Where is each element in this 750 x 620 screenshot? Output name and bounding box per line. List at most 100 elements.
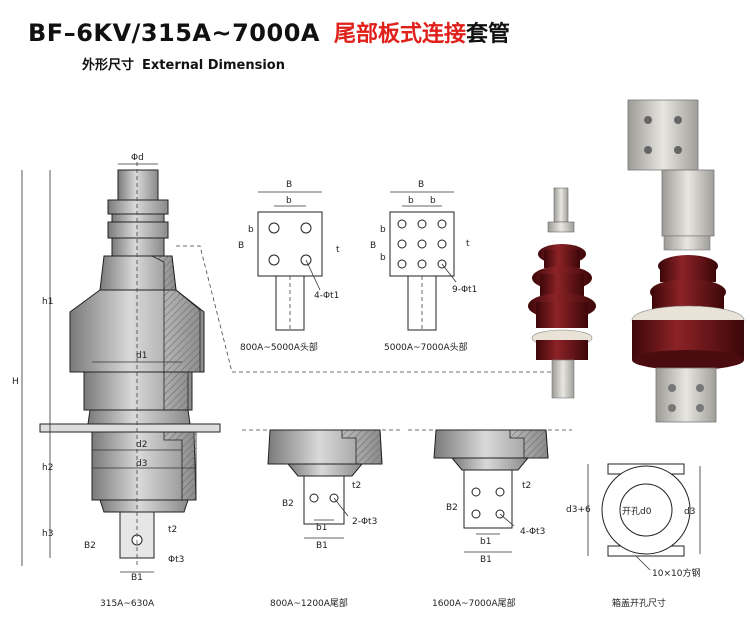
label-B1-tail2: B1 <box>480 555 492 565</box>
label-t2-tail2: t2 <box>522 481 531 491</box>
label-t-head2: t <box>466 239 470 249</box>
head2-hole-1 <box>397 219 407 229</box>
label-9phit1: 9-Φt1 <box>452 285 477 295</box>
head-view-5000-7000: B b b B b b t 9-Φt1 5000A~7000A头部 <box>370 180 477 353</box>
photo2-tail-hole-4 <box>696 404 704 412</box>
leader-steel <box>635 555 651 571</box>
label-steel: 10×10方钢 <box>652 567 700 579</box>
tail2-hole-2 <box>495 487 505 497</box>
head2-hole-7 <box>397 259 407 269</box>
head2-hole-8 <box>417 259 427 269</box>
label-B-head2: B <box>418 180 424 190</box>
photo1-lower <box>536 340 588 360</box>
label-b-head1: b <box>286 196 292 206</box>
caption-head-800: 800A~5000A头部 <box>240 341 318 353</box>
tail-view-800-1200: B2 t2 2-Φt3 b1 B1 800A~1200A尾部 <box>242 429 400 609</box>
label-4phit1: 4-Φt1 <box>314 291 339 301</box>
head2-hole-5 <box>417 239 427 249</box>
head1-hole-3 <box>268 254 280 266</box>
title-model: BF–6KV/315A~7000A <box>28 19 320 47</box>
label-t2-tail1: t2 <box>352 481 361 491</box>
photo2-lower-base <box>632 350 744 370</box>
head2-hole-2 <box>417 219 427 229</box>
caption-tail-1600: 1600A~7000A尾部 <box>432 597 516 609</box>
tail2-cap <box>450 457 530 471</box>
head-plate-4hole <box>257 211 323 277</box>
label-phid: Φd <box>131 153 144 163</box>
tail1-cap <box>286 463 364 477</box>
nut-lower <box>111 237 165 257</box>
label-b-head2-v1: b <box>380 225 386 235</box>
label-b1-tail1: b1 <box>316 523 327 533</box>
label-B1-tail1: B1 <box>316 541 328 551</box>
label-h2: h2 <box>42 463 53 473</box>
photo2-hole-1 <box>644 116 652 124</box>
photo2-hole-2 <box>674 116 682 124</box>
label-2phit3: 2-Φt3 <box>352 517 377 527</box>
photo2-tail-plate <box>655 367 717 423</box>
tail2-plate <box>463 469 513 529</box>
section-heading: 外形尺寸 External Dimension <box>82 54 285 73</box>
head1-hole-2 <box>300 222 312 234</box>
label-B-head1-v: B <box>238 241 244 251</box>
lid-cutout-view: d3+6 d3 开孔d0 10×10方钢 箱盖开孔尺寸 <box>566 463 700 609</box>
caption-lid: 箱盖开孔尺寸 <box>612 597 666 609</box>
leader-tail2-holes <box>499 513 515 527</box>
label-h3: h3 <box>42 529 53 539</box>
label-b-head2-v2: b <box>380 253 386 263</box>
title-connection-type: 尾部板式连接 <box>333 22 466 47</box>
label-B2-tail1: B2 <box>282 499 294 509</box>
product-photo-small <box>528 187 596 399</box>
photo1-core-1 <box>544 250 580 268</box>
photo2-tail-hole-1 <box>668 384 676 392</box>
nut-upper <box>107 199 169 215</box>
photo2-head-plate <box>627 99 699 171</box>
section-heading-en: External Dimension <box>142 58 285 73</box>
label-B1: B1 <box>131 573 143 583</box>
top-stud <box>117 169 159 201</box>
caption-tail-800: 800A~1200A尾部 <box>270 597 348 609</box>
page-title: BF–6KV/315A~7000A 尾部板式连接 套管 <box>28 16 510 50</box>
caption-head-5000: 5000A~7000A头部 <box>384 341 468 353</box>
title-suffix: 套管 <box>466 22 511 47</box>
label-d3: d3 <box>136 459 147 469</box>
label-B-head1: B <box>286 180 292 190</box>
head1-hole-1 <box>268 222 280 234</box>
label-H: H <box>12 377 19 387</box>
head2-hole-3 <box>437 219 447 229</box>
photo2-hole-3 <box>644 146 652 154</box>
label-B2-tail2: B2 <box>446 503 458 513</box>
photo2-core-1 <box>660 262 716 282</box>
photo1-stud <box>553 187 569 223</box>
leader-tail1-holes <box>333 497 349 517</box>
tail1-hole-1 <box>309 493 319 503</box>
caption-main: 315A~630A <box>100 599 155 609</box>
photo2-nut <box>663 235 711 251</box>
label-b-head2-b: b <box>430 196 436 206</box>
label-b-head2-a: b <box>408 196 414 206</box>
tail2-hole-3 <box>471 509 481 519</box>
photo1-nut <box>547 221 575 233</box>
label-t2: t2 <box>168 525 177 535</box>
photo1-core-2 <box>540 274 584 296</box>
label-4phit3: 4-Φt3 <box>520 527 545 537</box>
label-d3plus6: d3+6 <box>566 505 591 515</box>
label-d2: d2 <box>136 440 147 450</box>
main-bushing-drawing: Φd H h1 h2 h3 d1 d2 d3 t2 B2 Φt3 B1 315A… <box>12 153 560 609</box>
head2-hole-6 <box>437 239 447 249</box>
mounting-flange <box>39 423 221 433</box>
label-kong-d0: 开孔d0 <box>622 506 652 517</box>
label-d3-lid: d3 <box>684 507 695 517</box>
leader-head2-holes <box>441 263 457 283</box>
flange-neck <box>87 409 191 425</box>
lower-cap <box>99 499 189 513</box>
head-view-800-5000: B b B b t 4-Φt1 800A~5000A头部 <box>238 180 340 353</box>
photo2-clamp <box>661 169 715 237</box>
photo1-tail-plate <box>551 359 575 399</box>
head2-hole-4 <box>397 239 407 249</box>
label-b1-tail2: b1 <box>480 537 491 547</box>
section-heading-cn: 外形尺寸 <box>82 58 135 73</box>
label-B2: B2 <box>84 541 96 551</box>
section-hatch-upper <box>151 255 201 411</box>
